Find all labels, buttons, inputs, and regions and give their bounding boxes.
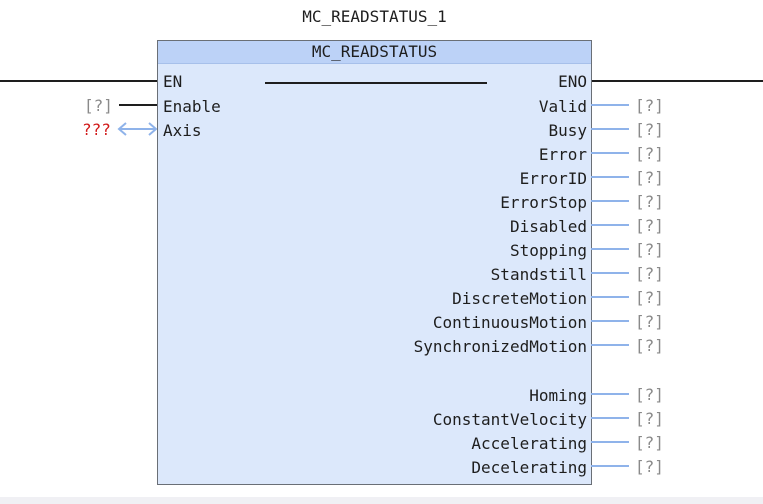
valid-wire (591, 104, 629, 106)
output-pin-standstill[interactable]: Standstill (490, 265, 587, 284)
output-pin-decelerating[interactable]: Decelerating (471, 458, 587, 477)
output-pin-busy[interactable]: Busy (548, 121, 587, 140)
accelerating-wire (591, 441, 629, 443)
constantvelocity-value[interactable]: [?] (635, 409, 664, 428)
en-wire (0, 80, 157, 82)
en-eno-passthrough-line (265, 82, 487, 84)
output-pin-errorid[interactable]: ErrorID (519, 169, 587, 188)
stopping-value[interactable]: [?] (635, 240, 664, 259)
output-pin-stopping[interactable]: Stopping (509, 241, 587, 260)
output-pin-disabled[interactable]: Disabled (509, 217, 587, 236)
input-pin-en[interactable]: EN (163, 72, 183, 91)
output-pin-constantvelocity[interactable]: ConstantVelocity (432, 410, 587, 429)
continuousmotion-wire (591, 320, 629, 322)
axis-value[interactable]: ??? (82, 120, 111, 139)
output-pin-continuousmotion[interactable]: ContinuousMotion (432, 313, 587, 332)
accelerating-value[interactable]: [?] (635, 433, 664, 452)
errorid-value[interactable]: [?] (635, 168, 664, 187)
editor-bottom-strip (0, 497, 763, 504)
busy-wire (591, 128, 629, 130)
discretemotion-value[interactable]: [?] (635, 288, 664, 307)
decelerating-wire (591, 465, 629, 467)
input-pin-axis[interactable]: Axis (163, 121, 202, 140)
error-value[interactable]: [?] (635, 144, 664, 163)
discretemotion-wire (591, 296, 629, 298)
constantvelocity-wire (591, 417, 629, 419)
synchronizedmotion-wire (591, 344, 629, 346)
output-pin-valid[interactable]: Valid (538, 97, 587, 116)
stopping-wire (591, 248, 629, 250)
errorstop-wire (591, 200, 629, 202)
eno-wire (591, 80, 763, 82)
function-block[interactable]: MC_READSTATUS EN Enable Axis ENO Valid B… (157, 40, 592, 485)
valid-value[interactable]: [?] (635, 96, 664, 115)
output-pin-eno[interactable]: ENO (558, 72, 587, 91)
output-pin-synchronizedmotion[interactable]: SynchronizedMotion (413, 337, 587, 356)
output-pin-error[interactable]: Error (538, 145, 587, 164)
homing-value[interactable]: [?] (635, 385, 664, 404)
decelerating-value[interactable]: [?] (635, 457, 664, 476)
input-pin-enable[interactable]: Enable (163, 97, 221, 116)
homing-wire (591, 393, 629, 395)
block-type-header: MC_READSTATUS (158, 41, 591, 64)
standstill-wire (591, 272, 629, 274)
disabled-value[interactable]: [?] (635, 216, 664, 235)
synchronizedmotion-value[interactable]: [?] (635, 336, 664, 355)
enable-wire (119, 104, 157, 106)
error-wire (591, 152, 629, 154)
busy-value[interactable]: [?] (635, 120, 664, 139)
instance-name[interactable]: MC_READSTATUS_1 (302, 7, 447, 26)
continuousmotion-value[interactable]: [?] (635, 312, 664, 331)
output-pin-homing[interactable]: Homing (529, 386, 587, 405)
enable-value[interactable]: [?] (84, 96, 113, 115)
errorstop-value[interactable]: [?] (635, 192, 664, 211)
standstill-value[interactable]: [?] (635, 264, 664, 283)
output-pin-discretemotion[interactable]: DiscreteMotion (452, 289, 587, 308)
errorid-wire (591, 176, 629, 178)
output-pin-errorstop[interactable]: ErrorStop (500, 193, 587, 212)
disabled-wire (591, 224, 629, 226)
output-pin-accelerating[interactable]: Accelerating (471, 434, 587, 453)
